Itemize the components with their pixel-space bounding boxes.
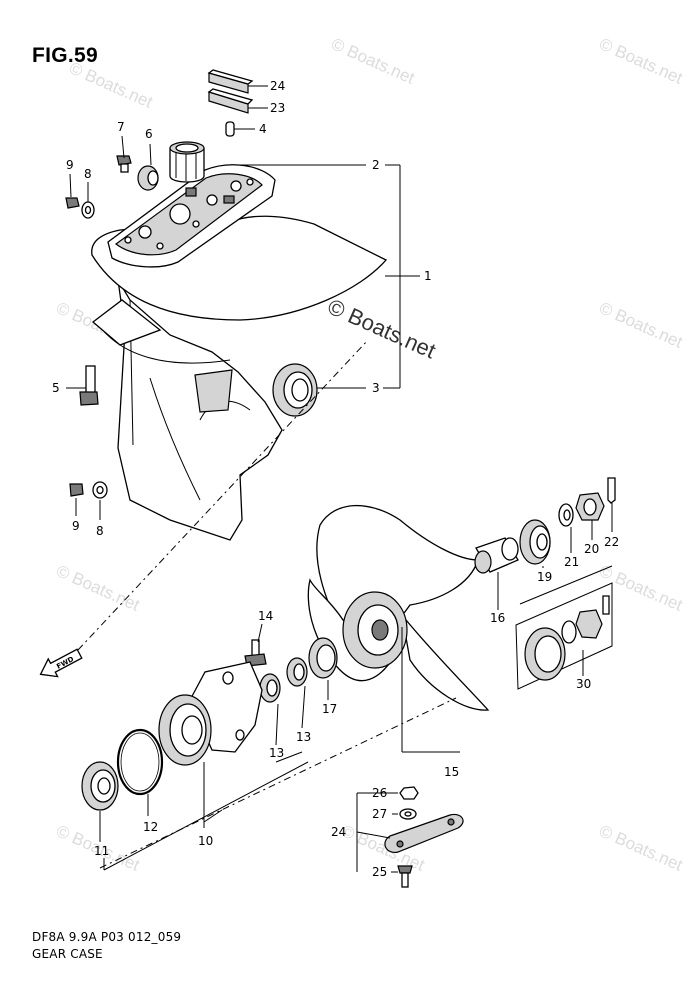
part-13-oil-seal-b — [259, 673, 281, 703]
part-15-propeller — [307, 504, 490, 711]
callout-22: 23 — [270, 101, 285, 115]
callout-2: 2 — [372, 158, 380, 172]
part-18-washer — [519, 519, 551, 565]
figure-name: GEAR CASE — [32, 947, 103, 961]
callout-23: 24 — [270, 79, 285, 93]
watermark-center: © Boats.net — [324, 294, 439, 364]
part-24-anode — [384, 813, 464, 854]
part-9-bolt-upper — [65, 197, 80, 209]
part-7-bolt — [116, 155, 132, 173]
part-17-bushing — [308, 637, 338, 679]
watermark-5: © Boats.net — [596, 298, 685, 352]
callout-16: 16 — [490, 611, 505, 625]
callout-30: 30 — [576, 677, 591, 691]
part-16-spacer — [474, 537, 519, 574]
callout-20: 21 — [564, 555, 579, 569]
callout-15: 15 — [444, 765, 459, 779]
callout-10: 10 — [198, 834, 213, 848]
part-13-oil-seal-a — [286, 657, 308, 687]
callout-4: 4 — [259, 122, 267, 136]
callout-14: 14 — [258, 609, 273, 623]
callout-numbers: 24 23 4 7 6 9 8 2 1 5 3 9 8 22 20 21 19 … — [52, 79, 619, 879]
callout-13-b: 13 — [269, 746, 284, 760]
part-12-o-ring — [116, 728, 164, 796]
part-19-nut — [575, 492, 605, 521]
watermark-2: © Boats.net — [328, 34, 417, 88]
callout-8-bottom: 8 — [96, 524, 104, 538]
leader-lines — [66, 85, 613, 873]
callout-18: 19 — [537, 570, 552, 584]
figure-code: DF8A 9.9A P03 012_059 — [32, 930, 182, 944]
callout-24: 24 — [331, 825, 346, 839]
callout-9-bottom: 9 — [72, 519, 80, 533]
fwd-arrow-icon: FWD — [39, 648, 83, 678]
part-10-shaft-housing — [158, 661, 263, 766]
callout-26: 26 — [372, 786, 387, 800]
callout-21: 22 — [604, 535, 619, 549]
part-30-kit — [515, 582, 613, 690]
part-22-shim — [207, 88, 254, 114]
callout-9-top: 9 — [66, 158, 74, 172]
part-6-needle-bearing — [169, 141, 205, 183]
figure-title: FIG.59 — [32, 44, 98, 67]
part-25-bolt — [397, 865, 413, 888]
callout-19: 20 — [584, 542, 599, 556]
callout-7: 7 — [117, 120, 125, 134]
callout-11: 11 — [94, 844, 109, 858]
callout-12: 12 — [143, 820, 158, 834]
watermark-3: © Boats.net — [596, 34, 685, 88]
part-26-nut — [399, 786, 419, 800]
part-5-bolt — [79, 365, 99, 406]
callout-5: 5 — [52, 381, 60, 395]
watermark-7: © Boats.net — [596, 561, 685, 615]
callout-17: 17 — [322, 702, 337, 716]
part-6-grommet — [137, 165, 159, 191]
callout-1: 1 — [424, 269, 432, 283]
callout-3: 3 — [372, 381, 380, 395]
fwd-label: FWD — [55, 655, 75, 671]
part-21-cotter-pin — [607, 477, 616, 504]
part-9-bolt-lower — [69, 483, 84, 497]
gear-case-housing — [91, 164, 388, 541]
callout-8-top: 8 — [84, 167, 92, 181]
callout-25: 25 — [372, 865, 387, 879]
watermark-6: © Boats.net — [53, 561, 142, 615]
center-line-lower — [99, 697, 457, 869]
callout-13-a: 13 — [296, 730, 311, 744]
watermark-10: © Boats.net — [596, 821, 685, 875]
part-23-shim — [207, 69, 254, 94]
part-11-oil-seal — [81, 761, 119, 811]
part-3-oil-seal — [272, 363, 318, 417]
callout-27: 27 — [372, 807, 387, 821]
part-4-dowel-pin — [225, 121, 235, 137]
callout-6: 6 — [145, 127, 153, 141]
center-line-upper — [77, 339, 369, 651]
